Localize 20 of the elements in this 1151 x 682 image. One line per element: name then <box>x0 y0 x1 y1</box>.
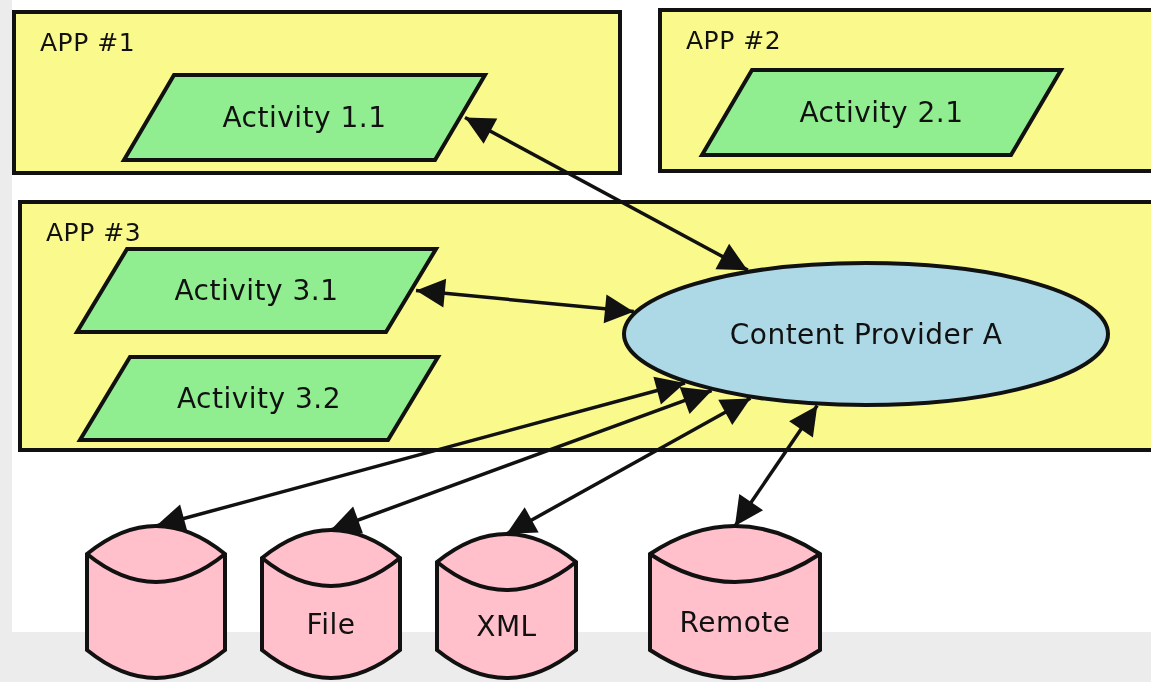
double-arrow <box>464 115 749 272</box>
node-label: Activity 3.1 <box>174 274 339 307</box>
node-label: APP #2 <box>686 26 782 55</box>
double-arrow <box>505 396 752 536</box>
node-label: APP #1 <box>40 28 136 57</box>
node-label: XML <box>476 609 537 643</box>
node-label: Remote <box>679 605 791 639</box>
node-label: Activity 3.2 <box>176 382 342 415</box>
app-container <box>12 10 622 175</box>
double-arrow <box>330 387 713 534</box>
node-label: Activity 1.1 <box>222 101 387 134</box>
double-arrow <box>733 404 819 527</box>
double-arrow <box>415 278 634 324</box>
double-arrow <box>155 376 686 533</box>
node-label: Activity 2.1 <box>799 96 964 129</box>
node-label: APP #3 <box>46 218 142 247</box>
node-label: Content Provider A <box>729 317 1003 351</box>
node-label: File <box>306 607 356 641</box>
app-container <box>18 200 1151 452</box>
app-container <box>658 8 1151 173</box>
